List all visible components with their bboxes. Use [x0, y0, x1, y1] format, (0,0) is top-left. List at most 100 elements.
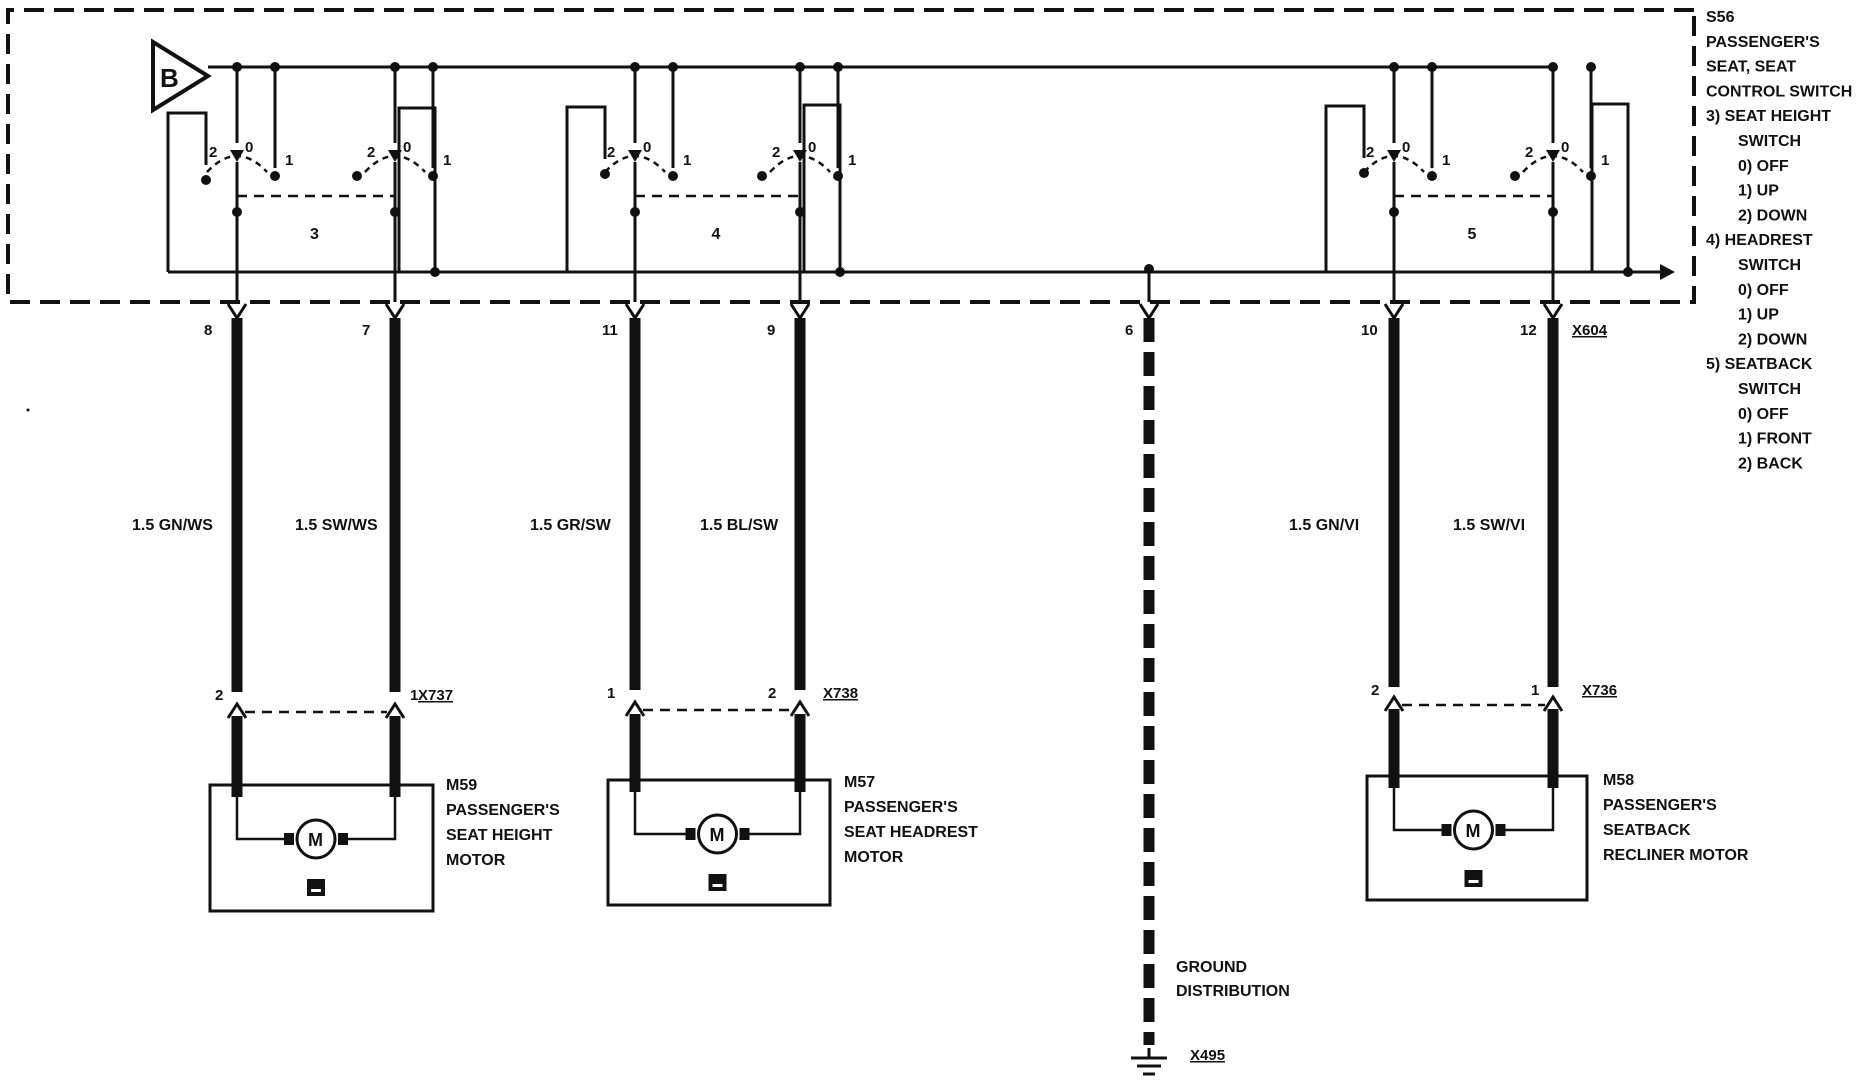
- motor-name-label: M59: [446, 777, 477, 794]
- switch-group-number: 3: [310, 226, 319, 243]
- switch-return-loop: [1590, 102, 1630, 272]
- switch-connector-pin: 12: [1520, 322, 1537, 339]
- switch-output-junction: [630, 207, 640, 217]
- switch-return-loop: [565, 105, 607, 272]
- motor-name-label: SEAT HEADREST: [844, 824, 978, 841]
- connector-arrow-icon: [226, 303, 248, 321]
- connector-arrow-icon: [1383, 694, 1405, 712]
- wire-color-label: 1.5 SW/WS: [295, 517, 378, 534]
- ground-connector-label: X495: [1190, 1047, 1225, 1064]
- legend-line: 0) OFF: [1738, 406, 1789, 423]
- motor-brush: [338, 833, 348, 845]
- connector-arrow-icon: [384, 303, 406, 321]
- motor-name-label: PASSENGER'S: [1603, 797, 1717, 814]
- motor-housing: [606, 778, 832, 907]
- connector-arrow-icon: [624, 699, 646, 717]
- motor-name-label: MOTOR: [844, 849, 904, 866]
- switch-position-label: 0: [1561, 139, 1569, 156]
- switch-position-label: 1: [1601, 152, 1609, 169]
- switch-position-label: 2: [1525, 144, 1533, 161]
- motor-name-label: M58: [1603, 772, 1634, 789]
- switch-contact: [352, 171, 362, 181]
- motor-symbol-icon: [1453, 809, 1494, 851]
- legend-line: SEAT, SEAT: [1706, 59, 1796, 76]
- b-terminal: B: [151, 38, 212, 114]
- legend-line: S56: [1706, 9, 1735, 26]
- legend-line: 1) UP: [1738, 307, 1779, 324]
- switch-connector-pin: 10: [1361, 322, 1378, 339]
- motor-lead: [235, 785, 286, 841]
- switch-travel-arc: [1522, 154, 1584, 173]
- switch-return-loop: [802, 103, 842, 272]
- wire-color-label: 1.5 BL/SW: [700, 517, 779, 534]
- legend-line: 1) UP: [1738, 183, 1779, 200]
- motor-brush: [739, 828, 750, 840]
- motor-symbol-label: M: [710, 825, 725, 845]
- connector-arrow-icon: [1383, 303, 1405, 321]
- switch-contact: [201, 175, 211, 185]
- switch-position-label: 0: [1402, 139, 1410, 156]
- switch-output-junction: [390, 207, 400, 217]
- bus-junction: [835, 267, 845, 277]
- legend-line: 1) FRONT: [1738, 431, 1812, 448]
- motor-brush: [284, 833, 294, 845]
- motor-lead: [1392, 776, 1444, 832]
- switch-module-boundary: [6, 8, 1696, 304]
- motor-name-label: M57: [844, 774, 875, 791]
- switch-position-label: 0: [643, 139, 651, 156]
- motor-connector-pin: 2: [215, 687, 223, 704]
- switch-position-label: 1: [1442, 152, 1450, 169]
- motor-lead: [747, 780, 802, 836]
- ground-label-line-1: GROUND: [1176, 959, 1247, 976]
- switch-contact: [600, 169, 610, 179]
- legend-line: 0) OFF: [1738, 282, 1789, 299]
- switch-contact: [428, 171, 438, 181]
- connector-arrow-icon: [789, 699, 811, 717]
- switch-position-label: 2: [1366, 144, 1374, 161]
- motor-connector-pin: 1: [1531, 682, 1539, 699]
- motor-name-label: PASSENGER'S: [446, 802, 560, 819]
- motor-ground-icon: [1464, 870, 1483, 887]
- motor-connector-pin: 2: [1371, 682, 1379, 699]
- switch-position-label: 0: [808, 139, 816, 156]
- legend-line: 3) SEAT HEIGHT: [1706, 108, 1831, 125]
- switch-output-junction: [232, 207, 242, 217]
- switch-position-label: 2: [367, 144, 375, 161]
- legend-line: 2) DOWN: [1738, 207, 1807, 224]
- switch-return-loop: [397, 106, 437, 272]
- switch-position-label: 1: [683, 152, 691, 169]
- switch-travel-arc: [206, 154, 268, 173]
- motor-name-label: PASSENGER'S: [844, 799, 958, 816]
- connector-arrow-icon: [1542, 303, 1564, 321]
- motor-connector-pin: 1: [410, 687, 418, 704]
- switch-contact: [757, 171, 767, 181]
- switch-group-number: 5: [1468, 226, 1477, 243]
- legend-line: 2) DOWN: [1738, 331, 1807, 348]
- return-bus-arrow: [1660, 264, 1675, 280]
- motor-symbol-label: M: [308, 830, 323, 850]
- switch-position-label: 0: [245, 139, 253, 156]
- motor-lead: [346, 785, 397, 841]
- motor-name-label: SEATBACK: [1603, 822, 1691, 839]
- switch-travel-arc: [1363, 154, 1425, 173]
- motor-connector-pin: 1: [607, 685, 615, 702]
- motor-brush: [685, 828, 696, 840]
- switch-contact: [833, 171, 843, 181]
- switch-position-label: 1: [443, 152, 451, 169]
- switch-return-loop: [166, 111, 208, 272]
- motor-ground-icon: [307, 879, 325, 896]
- switch-contact: [1427, 171, 1437, 181]
- motor-name-label: RECLINER MOTOR: [1603, 847, 1749, 864]
- motor-housing: [208, 783, 435, 913]
- switch-contact: [668, 171, 678, 181]
- motor-symbol-label: M: [1466, 821, 1481, 841]
- switch-group-number: 4: [712, 226, 721, 243]
- wire-color-label: 1.5 GN/WS: [132, 517, 213, 534]
- switch-position-label: 2: [772, 144, 780, 161]
- switch-output-junction: [795, 207, 805, 217]
- switch-position-label: 1: [848, 152, 856, 169]
- switch-position-label: 1: [285, 152, 293, 169]
